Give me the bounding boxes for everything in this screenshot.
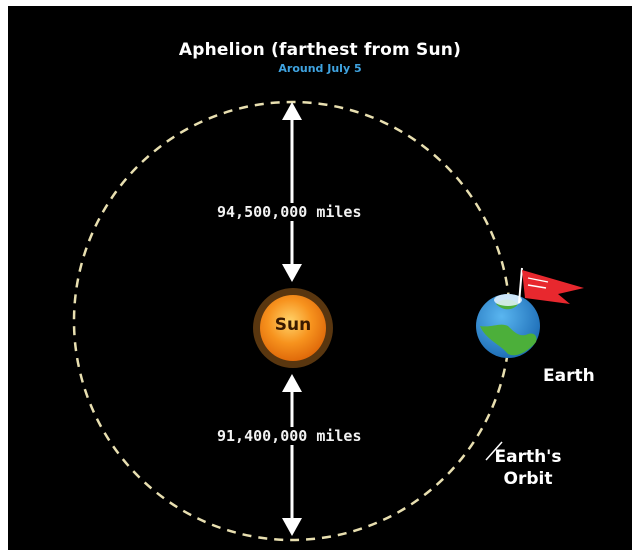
orbit-diagram-svg bbox=[72, 100, 584, 542]
diagram-panel: Aphelion (farthest from Sun) Around July… bbox=[8, 6, 632, 550]
earth bbox=[476, 294, 540, 358]
arrowhead-top-down bbox=[282, 264, 302, 282]
sun bbox=[260, 295, 326, 361]
diagram-subtitle: Around July 5 bbox=[278, 62, 362, 75]
orbit-label-pointer bbox=[485, 441, 503, 461]
orbit-label-line1: Earth's bbox=[494, 447, 562, 467]
arrowhead-bottom-down bbox=[282, 518, 302, 536]
distance-label-bottom: 91,400,000 miles bbox=[214, 427, 365, 445]
sun-label: Sun bbox=[274, 315, 312, 335]
diagram-title: Aphelion (farthest from Sun) bbox=[178, 40, 462, 60]
distance-label-top: 94,500,000 miles bbox=[214, 203, 365, 221]
arrowhead-top-up bbox=[282, 102, 302, 120]
earth-label: Earth bbox=[543, 366, 595, 386]
arrowhead-bottom-up bbox=[282, 374, 302, 392]
earth-flag bbox=[518, 267, 584, 304]
orbit-label: Earth's Orbit bbox=[483, 446, 573, 490]
orbit-label-line2: Orbit bbox=[503, 469, 553, 489]
